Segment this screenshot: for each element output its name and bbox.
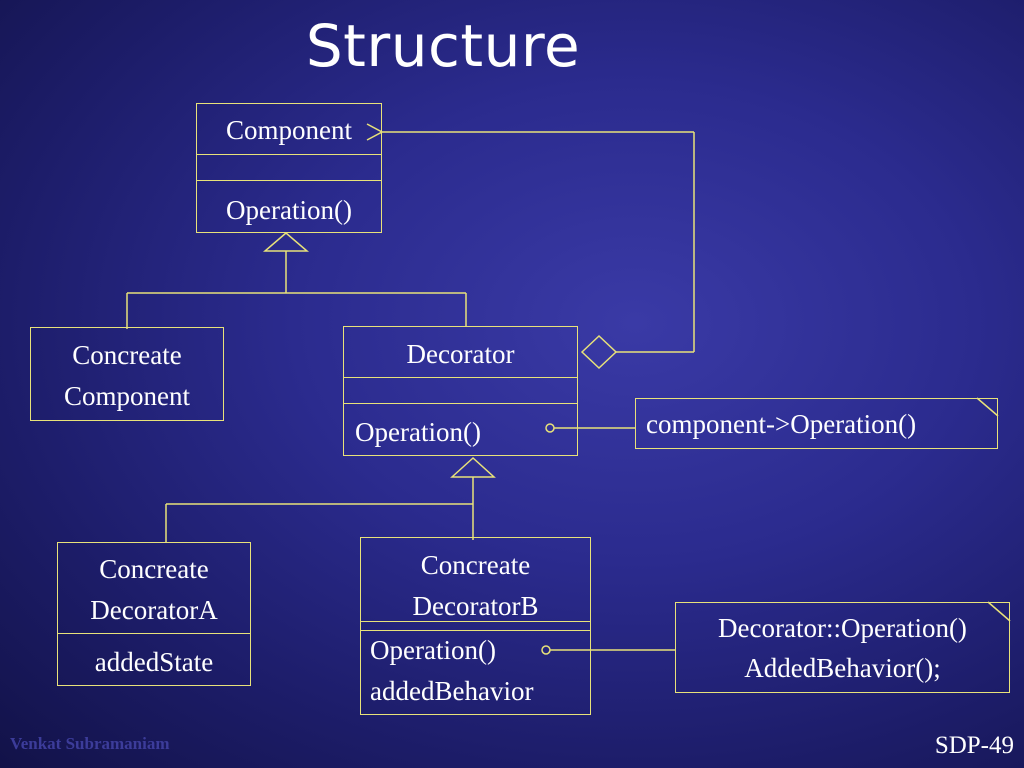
concrete-component-class-box bbox=[30, 327, 224, 421]
component-call-note bbox=[635, 398, 998, 449]
concrete-decorator-b-name-line1: Concreate bbox=[420, 550, 531, 580]
concrete-decorator-a-attribute: addedState bbox=[94, 647, 214, 677]
concrete-decorator-b-operation: Operation() bbox=[370, 635, 496, 665]
component-inheritance-arrow bbox=[262, 232, 310, 252]
component-class-name: Component bbox=[226, 115, 352, 145]
decorator-operation: Operation() bbox=[355, 417, 481, 447]
aggregation-diamond bbox=[580, 334, 618, 370]
decorator-inheritance-arrow bbox=[450, 456, 496, 478]
component-call-note-text: component->Operation() bbox=[646, 409, 917, 439]
concrete-decorator-b-behavior: addedBehavior bbox=[370, 676, 534, 706]
decorator-attributes-compartment bbox=[343, 377, 578, 404]
component-attributes-compartment bbox=[196, 154, 382, 181]
decorator-b-note-line1: Decorator::Operation() bbox=[718, 613, 967, 643]
concrete-decorator-a-name-line2: DecoratorA bbox=[90, 595, 218, 625]
decorator-b-note bbox=[675, 602, 1010, 693]
concrete-decorator-b-attributes-compartment bbox=[360, 621, 591, 631]
decorator-class-name: Decorator bbox=[406, 339, 515, 369]
slide-title: Structure bbox=[305, 12, 581, 80]
decorator-b-note-line2: AddedBehavior(); bbox=[744, 653, 941, 683]
author-footer: Venkat Subramaniam bbox=[10, 734, 170, 753]
concrete-decorator-a-attributes-compartment bbox=[57, 633, 251, 686]
concrete-component-name-line2: Component bbox=[64, 381, 190, 411]
component-operation: Operation() bbox=[226, 195, 352, 225]
slide-number: SDP-49 bbox=[934, 732, 1014, 759]
concrete-component-name-line1: Concreate bbox=[72, 340, 182, 370]
concrete-decorator-b-name-line2: DecoratorB bbox=[412, 591, 539, 621]
concrete-decorator-a-name-line1: Concreate bbox=[99, 554, 209, 584]
